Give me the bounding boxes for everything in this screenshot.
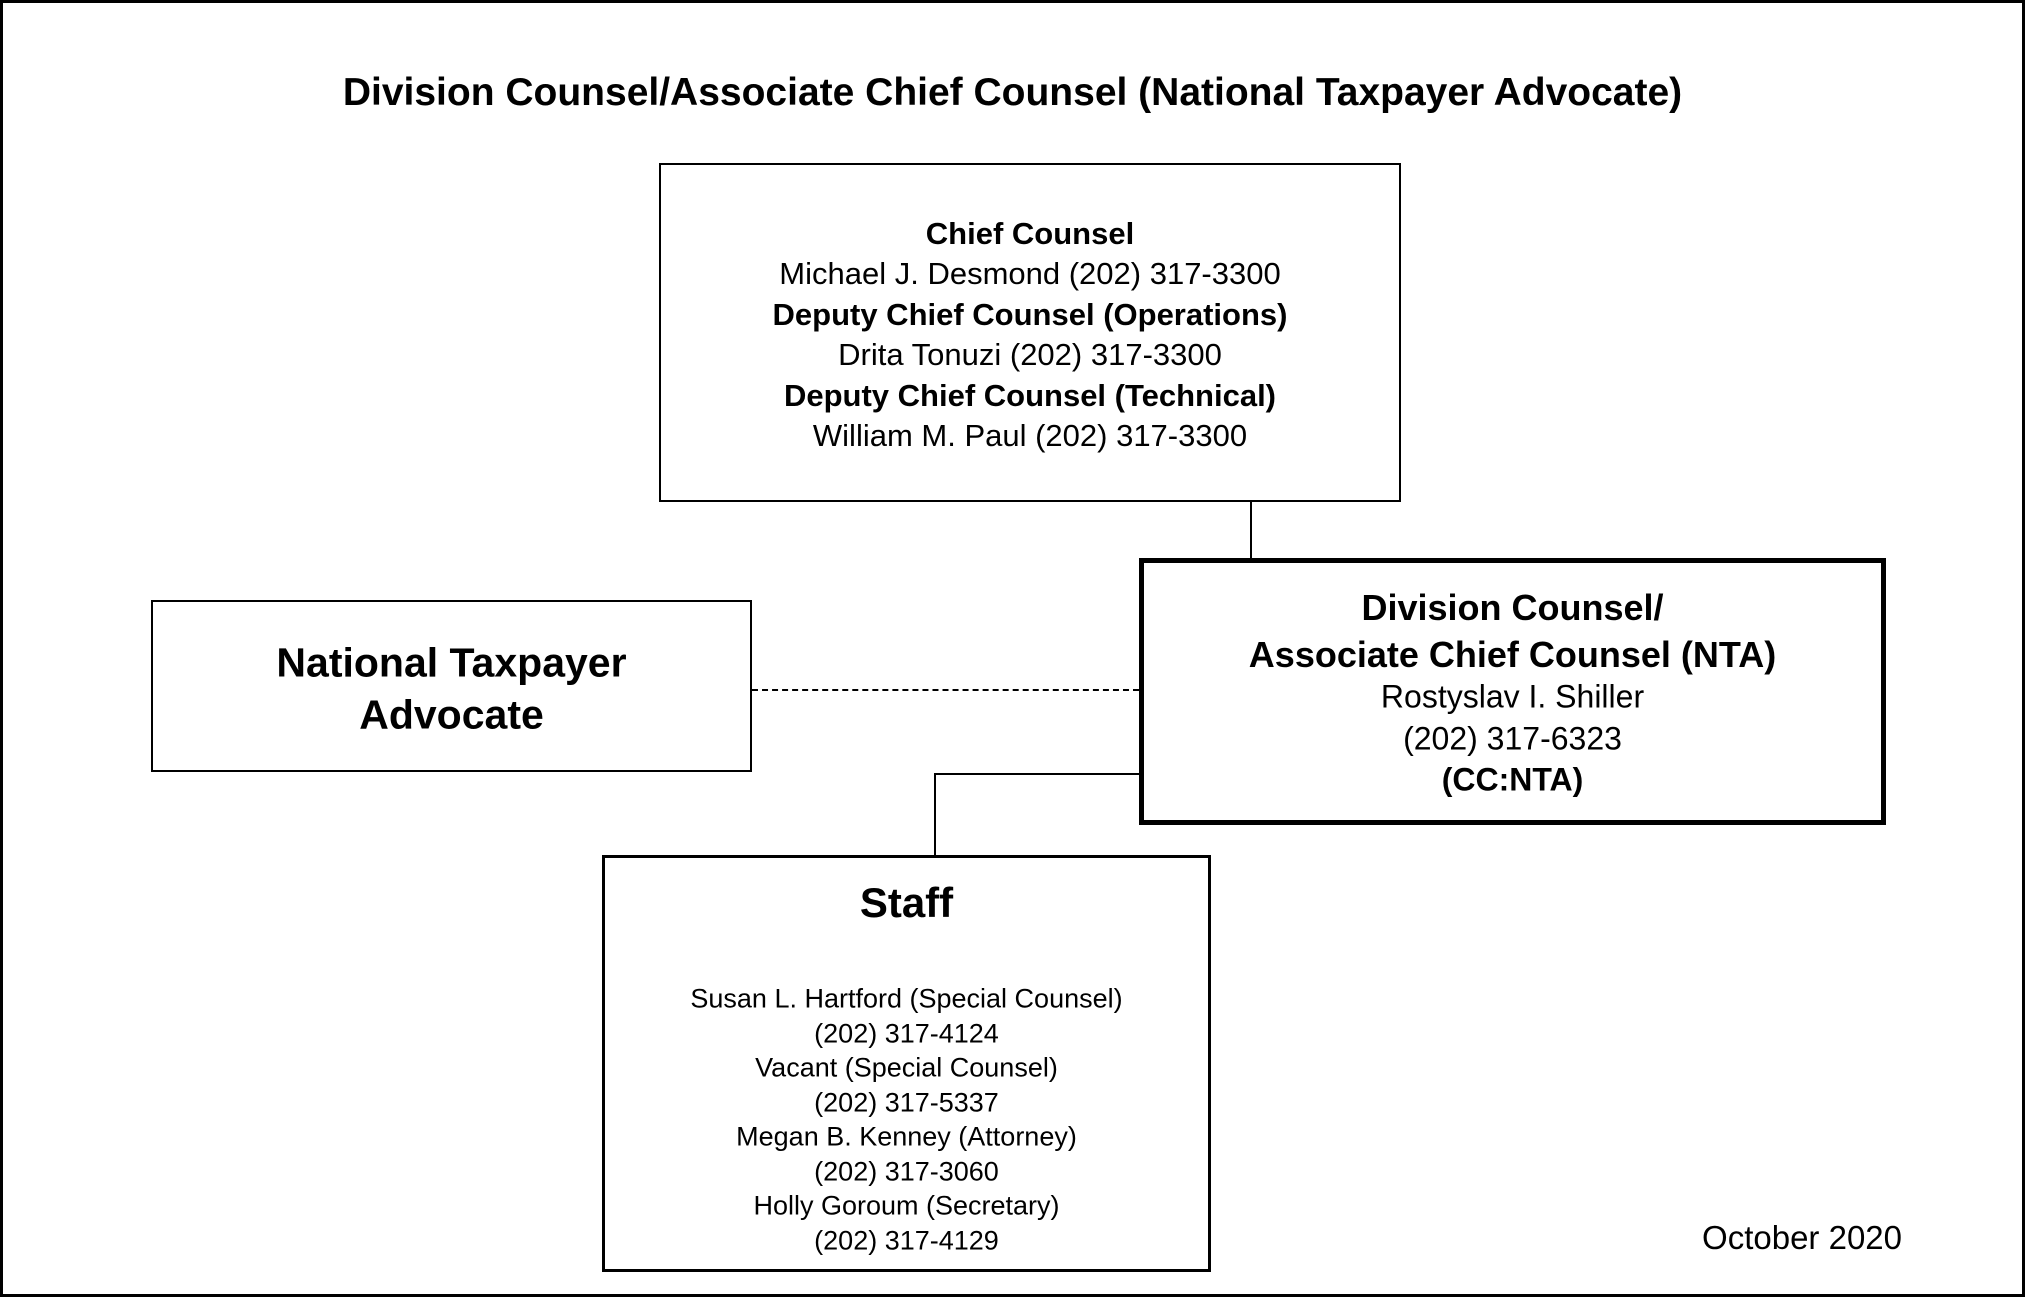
deputy-technical-name: William M. Paul (202) 317-3300	[812, 418, 1248, 453]
staff-title: Staff	[859, 879, 954, 926]
division-phone: (202) 317-6323	[1403, 720, 1622, 757]
deputy-technical-heading: Deputy Chief Counsel (Technical)	[783, 378, 1277, 413]
staff-phone: (202) 317-4129	[814, 1225, 999, 1256]
deputy-operations-name: Drita Tonuzi (202) 317-3300	[838, 337, 1222, 372]
chief-counsel-box: Chief Counsel Michael J. Desmond (202) 3…	[659, 163, 1401, 502]
division-counsel-box: Division Counsel/ Associate Chief Counse…	[1139, 558, 1886, 825]
chief-counsel-heading: Chief Counsel	[925, 216, 1135, 251]
deputy-operations-heading: Deputy Chief Counsel (Operations)	[772, 297, 1288, 332]
division-code: (CC:NTA)	[1441, 761, 1584, 798]
national-taxpayer-advocate-box: National Taxpayer Advocate	[151, 600, 752, 772]
connector-division-to-staff-h	[934, 773, 1139, 775]
connector-division-to-staff-v	[934, 773, 936, 855]
division-title-1: Division Counsel/	[1361, 587, 1664, 628]
nta-line-1: National Taxpayer	[276, 639, 627, 686]
staff-member: Megan B. Kenney (Attorney)	[736, 1121, 1077, 1152]
division-title-2: Associate Chief Counsel (NTA)	[1248, 634, 1777, 675]
connector-nta-dashed	[752, 689, 1139, 691]
staff-member: Vacant (Special Counsel)	[755, 1052, 1058, 1083]
staff-member: Susan L. Hartford (Special Counsel)	[690, 983, 1123, 1014]
staff-box: Staff Susan L. Hartford (Special Counsel…	[602, 855, 1211, 1272]
staff-member: Holly Goroum (Secretary)	[753, 1190, 1060, 1221]
staff-phone: (202) 317-3060	[814, 1156, 999, 1187]
division-name: Rostyslav I. Shiller	[1380, 678, 1645, 715]
staff-phone: (202) 317-4124	[814, 1018, 999, 1049]
chart-title: Division Counsel/Associate Chief Counsel…	[342, 71, 1683, 114]
staff-phone: (202) 317-5337	[814, 1087, 999, 1118]
nta-line-2: Advocate	[359, 691, 544, 738]
connector-chief-to-division	[1250, 501, 1252, 558]
date-label: October 2020	[1702, 1219, 1902, 1256]
chief-counsel-name: Michael J. Desmond (202) 317-3300	[779, 256, 1281, 291]
